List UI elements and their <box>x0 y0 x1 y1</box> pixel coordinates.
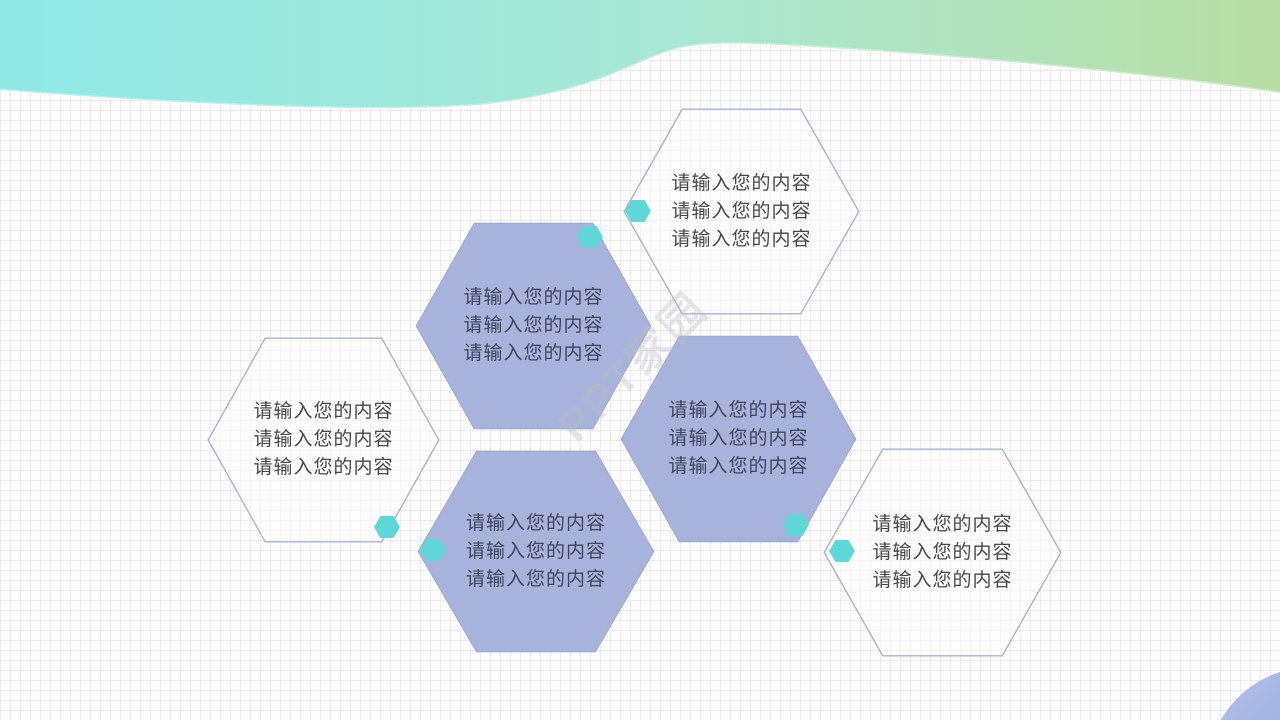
hexagon-middle-right[interactable]: 请输入您的内容 请输入您的内容 请输入您的内容 <box>620 335 857 543</box>
hexagon-bottom-right[interactable]: 请输入您的内容 请输入您的内容 请输入您的内容 <box>823 448 1062 657</box>
connector-hexagon-icon <box>420 539 446 561</box>
placeholder-line: 请输入您的内容 <box>668 400 809 421</box>
hexagon-top-middle[interactable]: 请输入您的内容 请输入您的内容 请输入您的内容 <box>415 222 652 430</box>
placeholder-line: 请输入您的内容 <box>465 512 606 534</box>
hexagon-placeholder-text: 请输入您的内容 请输入您的内容 请输入您的内容 <box>417 450 655 653</box>
placeholder-line: 请输入您的内容 <box>463 287 604 308</box>
placeholder-line: 请输入您的内容 <box>671 172 812 194</box>
placeholder-line: 请输入您的内容 <box>253 401 394 422</box>
hexagon-placeholder-text: 请输入您的内容 请输入您的内容 请输入您的内容 <box>823 448 1062 657</box>
placeholder-line: 请输入您的内容 <box>668 456 809 477</box>
hexagon-placeholder-text: 请输入您的内容 请输入您的内容 请输入您的内容 <box>207 337 440 543</box>
hexagon-top-right[interactable]: 请输入您的内容 请输入您的内容 请输入您的内容 <box>623 108 860 315</box>
hexagon-left[interactable]: 请输入您的内容 请输入您的内容 请输入您的内容 <box>207 337 440 543</box>
placeholder-line: 请输入您的内容 <box>668 428 809 449</box>
hexagon-placeholder-text: 请输入您的内容 请输入您的内容 请输入您的内容 <box>620 335 857 543</box>
placeholder-line: 请输入您的内容 <box>671 228 812 250</box>
corner-circle-decoration <box>1207 667 1280 720</box>
connector-hexagon-icon <box>829 540 855 562</box>
hexagon-outline-shape <box>823 448 1062 657</box>
connector-hexagon-icon <box>783 514 809 536</box>
connector-hexagon-icon <box>374 516 400 538</box>
placeholder-line: 请输入您的内容 <box>872 513 1013 535</box>
hexagon-outline-shape <box>623 108 860 315</box>
placeholder-line: 请输入您的内容 <box>463 343 604 364</box>
placeholder-line: 请输入您的内容 <box>671 200 812 222</box>
hexagon-placeholder-text: 请输入您的内容 请输入您的内容 请输入您的内容 <box>415 222 652 430</box>
placeholder-line: 请输入您的内容 <box>253 457 394 478</box>
hexagon-bottom-middle[interactable]: 请输入您的内容 请输入您的内容 请输入您的内容 <box>417 450 655 653</box>
placeholder-line: 请输入您的内容 <box>872 569 1013 591</box>
placeholder-line: 请输入您的内容 <box>253 429 394 450</box>
placeholder-line: 请输入您的内容 <box>465 568 606 590</box>
hexagon-placeholder-text: 请输入您的内容 请输入您的内容 请输入您的内容 <box>623 108 860 315</box>
placeholder-line: 请输入您的内容 <box>465 540 606 562</box>
hexagon-filled-shape <box>415 222 652 430</box>
hexagon-filled-shape <box>620 335 857 543</box>
top-wave-decoration <box>0 0 1280 110</box>
placeholder-line: 请输入您的内容 <box>872 541 1013 563</box>
hexagon-filled-shape <box>417 450 655 653</box>
connector-hexagon-icon <box>577 226 603 248</box>
placeholder-line: 请输入您的内容 <box>463 315 604 336</box>
hexagon-outline-shape <box>207 337 440 543</box>
connector-hexagon-icon <box>625 200 651 222</box>
